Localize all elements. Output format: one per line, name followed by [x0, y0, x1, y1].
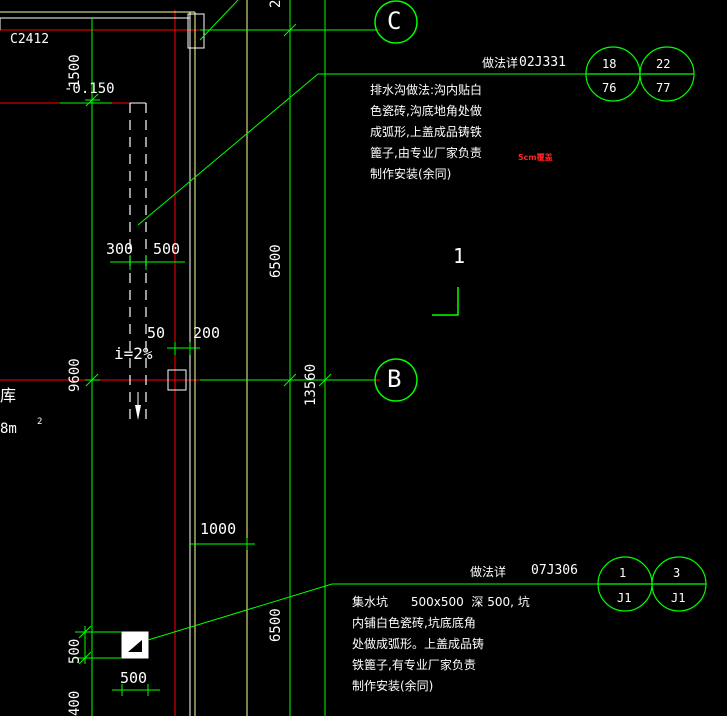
pit-symbol — [128, 640, 142, 652]
trench-detail-1-bottom: 76 — [602, 81, 617, 95]
trench-note-line: 色瓷砖,沟底地角处做 — [370, 104, 482, 118]
elevation-label: -0.150 — [64, 81, 115, 97]
dim-400-partial: 400 — [67, 690, 83, 716]
view-number: 1 — [453, 244, 466, 268]
dim-13560: 13560 — [303, 363, 319, 406]
pit-detail-2-bottom: J1 — [671, 591, 686, 605]
dim-1500: 1500 — [67, 54, 83, 88]
dim-200: 200 — [193, 324, 221, 342]
detail-index-trench — [585, 46, 695, 102]
pit-ref-atlas: 07J306 — [531, 563, 578, 578]
room-name-partial: 库 — [0, 386, 17, 405]
dim-6500-top: 6500 — [268, 244, 284, 278]
dim-50: 50 — [147, 324, 166, 342]
dim-500-top: 500 — [153, 240, 181, 258]
pit-note-line: 集水坑 500x500 深 500, 坑 — [352, 595, 530, 609]
slope-arrow-head — [135, 405, 141, 420]
pit-detail-1-top: 1 — [619, 566, 627, 580]
grid-circle-b — [374, 358, 418, 402]
room-area-unit: 8m — [0, 421, 17, 437]
leader-pit — [147, 583, 598, 641]
pit-note-line: 处做成弧形。上盖成品铸 — [352, 637, 485, 651]
collection-pit — [121, 631, 149, 659]
trench-detail-2-top: 22 — [656, 57, 671, 71]
slope-label: i=2% — [114, 344, 153, 363]
column-c — [187, 13, 205, 49]
dim-9600: 9600 — [67, 358, 83, 392]
dim-300: 300 — [106, 240, 134, 258]
column-b — [167, 369, 187, 391]
trench-ref-atlas: 02J331 — [519, 55, 566, 70]
dim-top-partial: 28 — [268, 0, 284, 8]
room-area-sup: 2 — [37, 417, 43, 427]
dim-500-vert: 500 — [67, 638, 83, 664]
grid-axis-c-label: C — [387, 7, 402, 35]
trench-note-line: 制作安装(余同) — [370, 167, 452, 181]
dim-1000: 1000 — [200, 520, 237, 538]
pit-note-line: 铁篦子,有专业厂家负责 — [352, 658, 476, 672]
trench-note-line: 成弧形,上盖成品铸铁 — [370, 125, 482, 139]
red-markup-note: 5cm覆盖 — [518, 153, 553, 162]
diagonal-top — [199, 0, 239, 41]
trench-note-line: 排水沟做法:沟内贴白 — [370, 83, 483, 97]
pit-note-line: 制作安装(余同) — [352, 679, 434, 693]
pit-detail-2-top: 3 — [673, 566, 681, 580]
pit-detail-1-bottom: J1 — [617, 591, 632, 605]
pit-ref-label: 做法详 — [470, 565, 507, 579]
view-bracket — [432, 287, 459, 316]
dim-6500-bottom: 6500 — [268, 608, 284, 642]
window-label: C2412 — [10, 32, 50, 47]
trench-note-line: 篦子,由专业厂家负责 — [370, 146, 482, 160]
dim-500-bottom: 500 — [120, 669, 148, 687]
trench-ref-label: 做法详 — [482, 56, 519, 70]
detail-index-pit — [597, 556, 707, 612]
trench-detail-2-bottom: 77 — [656, 81, 671, 95]
trench-detail-1-top: 18 — [602, 57, 617, 71]
grid-axis-b-label: B — [387, 365, 402, 393]
dimension-lines — [60, 0, 332, 716]
pit-note-line: 内铺白色瓷砖,坑底底角 — [352, 616, 476, 630]
leader-trench — [137, 73, 586, 226]
grid-circle-c — [374, 0, 418, 44]
